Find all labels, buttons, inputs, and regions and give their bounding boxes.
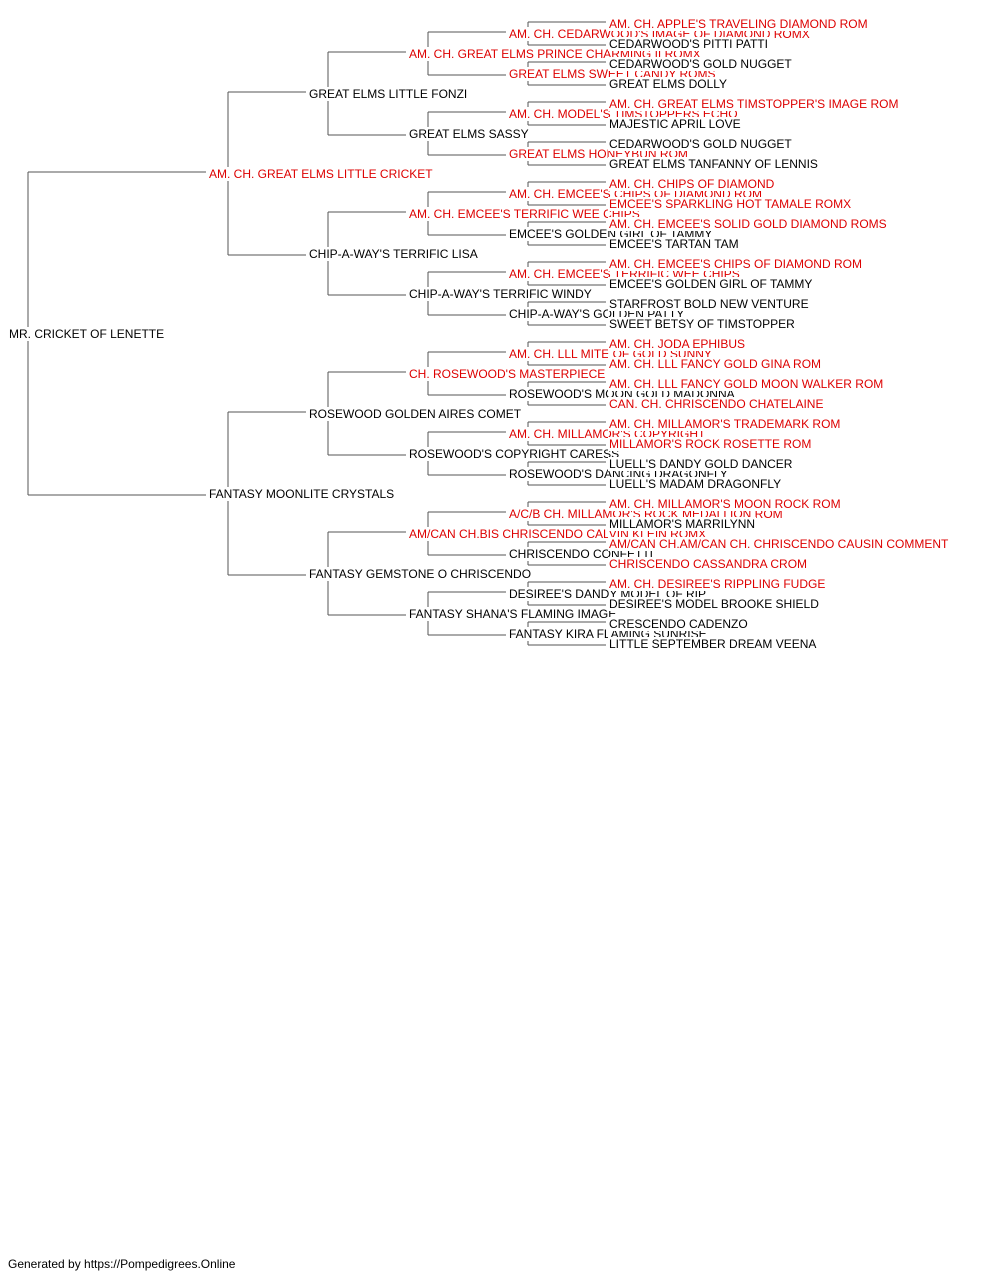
ancestor-name: GREAT ELMS SASSY (408, 127, 530, 141)
ancestor-name: CAN. CH. CHRISCENDO CHATELAINE (608, 397, 825, 411)
ancestor-name: GREAT ELMS LITTLE FONZI (308, 87, 469, 101)
ancestor-name: AM/CAN CH.AM/CAN CH. CHRISCENDO CAUSIN C… (608, 537, 950, 551)
ancestor-name: MILLAMOR'S ROCK ROSETTE ROM (608, 437, 813, 451)
ancestor-name: AM. CH. APPLE'S TRAVELING DIAMOND ROM (608, 17, 869, 31)
ancestor-name: AM. CH. EMCEE'S TERRIFIC WEE CHIPS (408, 207, 641, 221)
ancestor-name: LITTLE SEPTEMBER DREAM VEENA (608, 637, 818, 651)
ancestor-name: GREAT ELMS TANFANNY OF LENNIS (608, 157, 819, 171)
ancestor-name: AM. CH. JODA EPHIBUS (608, 337, 747, 351)
ancestor-name: DESIREE'S MODEL BROOKE SHIELD (608, 597, 820, 611)
ancestor-name: CEDARWOOD'S GOLD NUGGET (608, 137, 793, 151)
ancestor-name: AM. CH. CHIPS OF DIAMOND (608, 177, 776, 191)
generator-credit: Generated by https://Pompedigrees.Online (8, 1257, 236, 1271)
ancestor-name: STARFROST BOLD NEW VENTURE (608, 297, 810, 311)
ancestor-name: CHIP-A-WAY'S TERRIFIC LISA (308, 247, 479, 261)
ancestor-name: EMCEE'S GOLDEN GIRL OF TAMMY (608, 277, 814, 291)
ancestor-name: LUELL'S MADAM DRAGONFLY (608, 477, 783, 491)
ancestor-name: AM. CH. GREAT ELMS LITTLE CRICKET (208, 167, 434, 181)
ancestor-name: AM. CH. LLL FANCY GOLD MOON WALKER ROM (608, 377, 885, 391)
ancestor-name: CEDARWOOD'S GOLD NUGGET (608, 57, 793, 71)
ancestor-name: AM. CH. DESIREE'S RIPPLING FUDGE (608, 577, 827, 591)
ancestor-name: CEDARWOOD'S PITTI PATTI (608, 37, 769, 51)
ancestor-name: GREAT ELMS DOLLY (608, 77, 729, 91)
ancestor-name: AM. CH. EMCEE'S CHIPS OF DIAMOND ROM (608, 257, 863, 271)
ancestor-name: LUELL'S DANDY GOLD DANCER (608, 457, 794, 471)
ancestor-name: AM. CH. EMCEE'S SOLID GOLD DIAMOND ROMS (608, 217, 888, 231)
ancestor-name: CHIP-A-WAY'S TERRIFIC WINDY (408, 287, 593, 301)
ancestor-name: CHRISCENDO CASSANDRA CROM (608, 557, 809, 571)
ancestor-name: AM. CH. GREAT ELMS TIMSTOPPER'S IMAGE RO… (608, 97, 900, 111)
ancestor-name: MILLAMOR'S MARRILYNN (608, 517, 757, 531)
ancestor-name: EMCEE'S SPARKLING HOT TAMALE ROMX (608, 197, 853, 211)
subject-dog-name: MR. CRICKET OF LENETTE (8, 327, 166, 341)
ancestor-name: AM. CH. MILLAMOR'S MOON ROCK ROM (608, 497, 842, 511)
ancestor-name: CH. ROSEWOOD'S MASTERPIECE (408, 367, 607, 381)
ancestor-name: ROSEWOOD'S COPYRIGHT CARESS (408, 447, 621, 461)
ancestor-name: AM. CH. LLL FANCY GOLD GINA ROM (608, 357, 823, 371)
ancestor-name: MAJESTIC APRIL LOVE (608, 117, 742, 131)
ancestor-name: FANTASY MOONLITE CRYSTALS (208, 487, 396, 501)
ancestor-name: FANTASY GEMSTONE O CHRISCENDO (308, 567, 533, 581)
ancestor-name: EMCEE'S TARTAN TAM (608, 237, 740, 251)
ancestor-name: AM. CH. MILLAMOR'S TRADEMARK ROM (608, 417, 842, 431)
ancestor-name: SWEET BETSY OF TIMSTOPPER (608, 317, 796, 331)
ancestor-name: CRESCENDO CADENZO (608, 617, 749, 631)
ancestor-name: FANTASY SHANA'S FLAMING IMAGE (408, 607, 618, 621)
ancestor-name: ROSEWOOD GOLDEN AIRES COMET (308, 407, 523, 421)
